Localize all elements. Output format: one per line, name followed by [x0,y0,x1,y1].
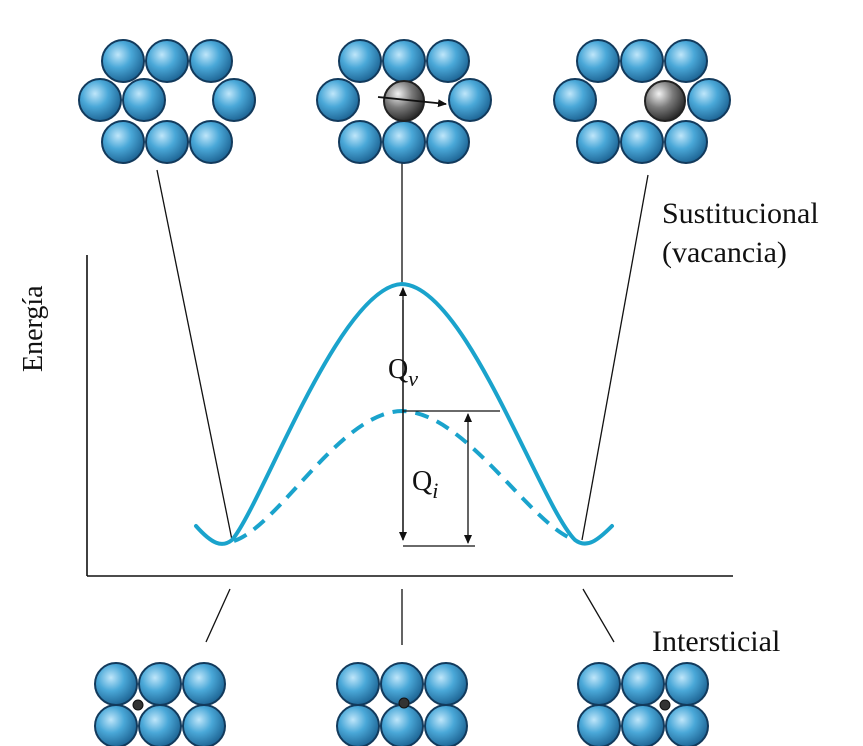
lattice-atom [122,78,166,122]
lattice-atom [665,662,709,706]
move-arrow [377,96,447,108]
interstitial-atom [659,699,671,711]
lattice-atom [424,662,468,706]
qi-label: Qi [412,466,438,503]
lattice-atom [426,120,470,164]
lattice-atom [182,704,226,746]
lattice-atom [621,704,665,746]
lattice-atom [426,39,470,83]
interstitial-atom [132,699,144,711]
lattice-atom [138,662,182,706]
connector-top-left [156,169,233,541]
lattice-atom [448,78,492,122]
atom-diagrams [78,39,731,746]
lattice-atom [338,39,382,83]
lattice-atom [576,120,620,164]
lattice-atom [577,662,621,706]
lattice-atom [576,39,620,83]
lattice-atom [620,120,664,164]
qv-label: Qv [388,354,418,391]
interstitial-energy-curve [233,408,576,543]
top-cluster-vacancy-before [78,39,256,164]
lattice-atom [189,39,233,83]
lattice-atom [577,704,621,746]
lattice-atom [336,662,380,706]
lattice-atom [664,120,708,164]
lattice-atom [101,120,145,164]
lattice-atom [664,39,708,83]
lattice-atom [145,120,189,164]
lattice-atom [182,662,226,706]
interstitial-atom [398,697,410,709]
lattice-atom [94,662,138,706]
connector-bottom-left [205,588,231,643]
lattice-atom [382,39,426,83]
lattice-atom [338,120,382,164]
connector-top-right [581,174,649,541]
lattice-atom [212,78,256,122]
lattice-atom [621,662,665,706]
lattice-atom [687,78,731,122]
lattice-atom [380,704,424,746]
bottom-cluster-before [94,662,226,746]
lattice-atom [336,704,380,746]
substitutional-label: Sustitucional [662,197,819,230]
lattice-atom [620,39,664,83]
interstitial-label: Intersticial [652,625,780,658]
lattice-atom [145,39,189,83]
lattice-atom [94,704,138,746]
lattice-atom [665,704,709,746]
y-axis-label: Energía [18,285,49,372]
lattice-atom [553,78,597,122]
lattice-atom [189,120,233,164]
lattice-atom [316,78,360,122]
lattice-atom [382,120,426,164]
lattice-atom [424,704,468,746]
substitutional-energy-curve [194,281,614,546]
top-cluster-vacancy-after [553,39,731,164]
diffusing-atom [644,80,686,122]
bottom-cluster-moving [336,662,468,746]
top-cluster-atom-moving [316,39,492,164]
bottom-cluster-after [577,662,709,746]
lattice-atom [138,704,182,746]
lattice-atom [78,78,122,122]
connector-bottom-right [582,588,615,643]
vacancy-label: (vacancia) [662,236,787,269]
lattice-atom [101,39,145,83]
